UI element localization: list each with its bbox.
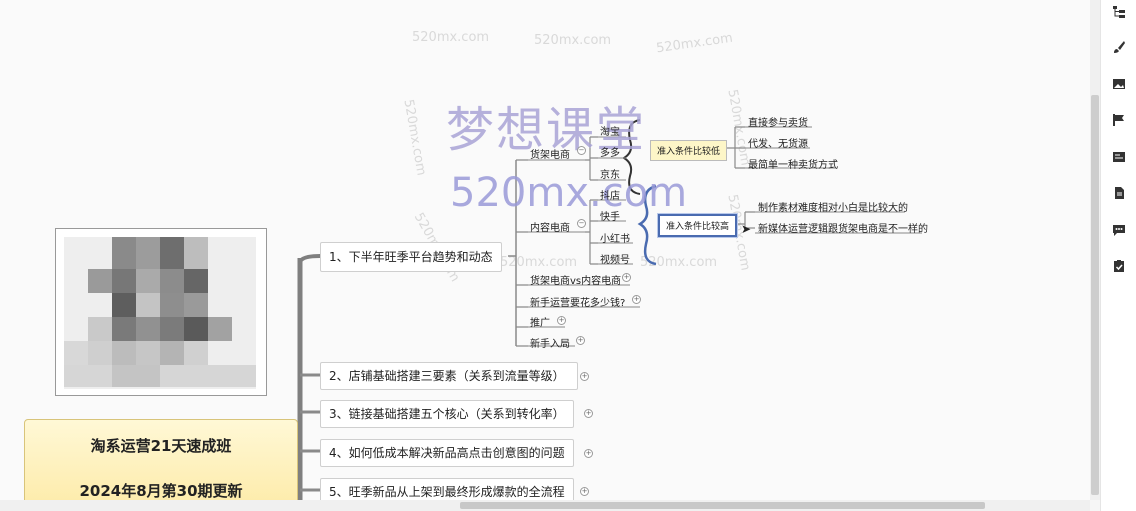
shelf-note-3[interactable]: 最简单一种卖货方式 bbox=[748, 160, 838, 171]
expand-promotion-icon[interactable]: + bbox=[557, 316, 566, 325]
mindmap-canvas[interactable]: 520mx.com 520mx.com 520mx.com 520mx.com … bbox=[0, 0, 1090, 500]
course-title: 淘系运营21天速成班 bbox=[90, 437, 232, 455]
outline-icon[interactable] bbox=[1111, 5, 1127, 21]
course-edition: 2024年8月第30期更新 bbox=[79, 482, 243, 500]
branch-4[interactable]: 4、如何低成本解决新品高点击创意图的问题 bbox=[320, 439, 574, 467]
node-shelf-vs-content[interactable]: 货架电商vs内容电商 bbox=[530, 276, 622, 287]
flag-icon[interactable] bbox=[1111, 113, 1127, 129]
collapse-shelf-icon[interactable]: − bbox=[577, 146, 586, 155]
content-note-1[interactable]: 制作素材难度相对小白是比较大的 bbox=[758, 203, 908, 214]
shelf-note-2[interactable]: 代发、无货源 bbox=[748, 139, 808, 150]
clipboard-check-icon[interactable] bbox=[1111, 259, 1127, 275]
document-icon[interactable] bbox=[1111, 186, 1127, 202]
expand-shelf-vs-content-icon[interactable]: + bbox=[622, 273, 631, 282]
mosaic-image bbox=[64, 237, 256, 389]
shelf-barrier-label[interactable]: 准入条件比较低 bbox=[650, 140, 728, 161]
node-shelf-ecommerce[interactable]: 货架电商 bbox=[530, 150, 570, 161]
content-note-2[interactable]: 新媒体运营逻辑跟货架电商是不一样的 bbox=[758, 224, 928, 235]
node-newbie-start[interactable]: 新手入局 bbox=[530, 339, 570, 350]
expand-branch-3-icon[interactable]: + bbox=[584, 409, 593, 418]
branch-3[interactable]: 3、链接基础搭建五个核心（关系到转化率） bbox=[320, 400, 574, 428]
text-box-icon[interactable] bbox=[1111, 150, 1127, 166]
brush-icon[interactable] bbox=[1111, 40, 1127, 56]
collapse-content-icon[interactable]: − bbox=[577, 219, 586, 228]
course-title-box: 淘系运营21天速成班 2024年8月第30期更新 bbox=[24, 419, 298, 500]
branch-2[interactable]: 2、店铺基础搭建三要素（关系到流量等级） bbox=[320, 362, 578, 390]
right-toolbar bbox=[1100, 0, 1136, 511]
mindmap-connectors bbox=[297, 119, 922, 500]
platform-douyin[interactable]: 抖店 bbox=[600, 191, 620, 202]
vertical-scroll-thumb[interactable] bbox=[1091, 95, 1099, 495]
content-barrier-label[interactable]: 准入条件比较高 bbox=[658, 214, 738, 237]
expand-branch-4-icon[interactable]: + bbox=[584, 449, 593, 458]
node-content-ecommerce[interactable]: 内容电商 bbox=[530, 223, 570, 234]
image-icon[interactable] bbox=[1111, 77, 1127, 93]
platform-jd[interactable]: 京东 bbox=[600, 170, 620, 181]
platform-pinduoduo[interactable]: 多多 bbox=[600, 148, 620, 159]
node-newbie-cost[interactable]: 新手运营要花多少钱? bbox=[530, 298, 626, 309]
comment-icon[interactable] bbox=[1111, 223, 1127, 239]
branch-1[interactable]: 1、下半年旺季平台趋势和动态 bbox=[320, 242, 502, 272]
platform-kuaishou[interactable]: 快手 bbox=[600, 212, 620, 223]
branch-5[interactable]: 5、旺季新品从上架到最终形成爆款的全流程 bbox=[320, 478, 574, 500]
platform-xiaohongshu[interactable]: 小红书 bbox=[600, 234, 630, 245]
platform-taobao[interactable]: 淘宝 bbox=[600, 127, 620, 138]
brand-watermark: 梦想课堂 bbox=[446, 102, 647, 158]
platform-shipinhao[interactable]: 视频号 bbox=[600, 255, 630, 266]
node-promotion[interactable]: 推广 bbox=[530, 318, 550, 329]
expand-branch-2-icon[interactable]: + bbox=[580, 372, 589, 381]
expand-branch-5-icon[interactable]: + bbox=[580, 487, 589, 496]
shelf-note-1[interactable]: 直接参与卖货 bbox=[748, 118, 808, 129]
mouse-cursor-icon: ➤ bbox=[741, 222, 752, 236]
cover-image bbox=[55, 228, 267, 396]
horizontal-scroll-thumb[interactable] bbox=[460, 502, 985, 509]
brand-site-watermark: 520mx.com bbox=[450, 170, 688, 216]
expand-newbie-cost-icon[interactable]: + bbox=[632, 295, 641, 304]
expand-newbie-start-icon[interactable]: + bbox=[576, 336, 585, 345]
